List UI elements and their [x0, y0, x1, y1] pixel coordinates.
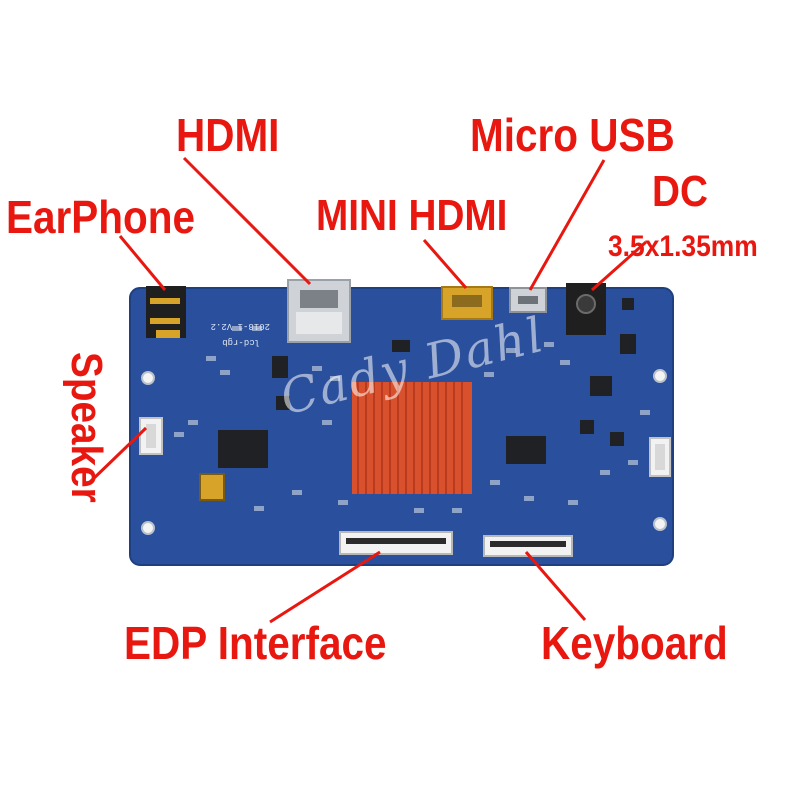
- board-model-text: lcd-rgb: [222, 337, 260, 347]
- chip: [580, 420, 594, 434]
- dc-jack: [566, 283, 606, 335]
- chip: [622, 298, 634, 310]
- micro-usb-port: [509, 287, 547, 313]
- chip: [590, 376, 612, 396]
- mounting-hole: [653, 369, 667, 383]
- chip: [392, 340, 410, 352]
- callout-line-earphone: [118, 235, 167, 291]
- label-hdmi: HDMI: [176, 109, 280, 161]
- hdmi-port: [287, 279, 351, 343]
- earphone-jack: [146, 286, 186, 338]
- side-connector: [649, 437, 671, 477]
- callout-lines: [88, 156, 647, 624]
- chip: [506, 436, 546, 464]
- callout-line-speaker: [88, 426, 148, 484]
- label-mini-hdmi: MINI HDMI: [316, 191, 508, 240]
- callout-line-hdmi: [182, 156, 312, 286]
- chip: [218, 430, 268, 468]
- mounting-hole: [653, 517, 667, 531]
- mounting-hole: [141, 371, 155, 385]
- chip: [620, 334, 636, 354]
- mini-hdmi-port: [441, 286, 493, 320]
- label-speaker: Speaker: [62, 352, 111, 503]
- label-keyboard: Keyboard: [541, 617, 728, 669]
- smd-components: [174, 326, 650, 513]
- label-dc-size: 3.5x1.35mm: [608, 230, 758, 263]
- callout-line-mini-hdmi: [422, 239, 468, 289]
- label-earphone: EarPhone: [6, 191, 195, 243]
- label-edp-interface: EDP Interface: [124, 617, 387, 669]
- callout-line-edp: [269, 550, 381, 624]
- callout-line-dc: [591, 240, 647, 292]
- edp-connector: [339, 531, 453, 555]
- callout-line-micro-usb: [528, 159, 606, 291]
- heatsink: [352, 382, 472, 494]
- label-dc: DC: [652, 167, 708, 216]
- chip: [610, 432, 624, 446]
- board-version-text: 2018-1 V2.2: [211, 321, 270, 331]
- tantalum-capacitor: [199, 473, 225, 501]
- chip: [272, 356, 288, 378]
- speaker-connector: [139, 417, 163, 455]
- mounting-hole: [141, 521, 155, 535]
- callout-line-keyboard: [524, 551, 587, 621]
- chip: [276, 396, 290, 410]
- label-micro-usb: Micro USB: [470, 109, 675, 161]
